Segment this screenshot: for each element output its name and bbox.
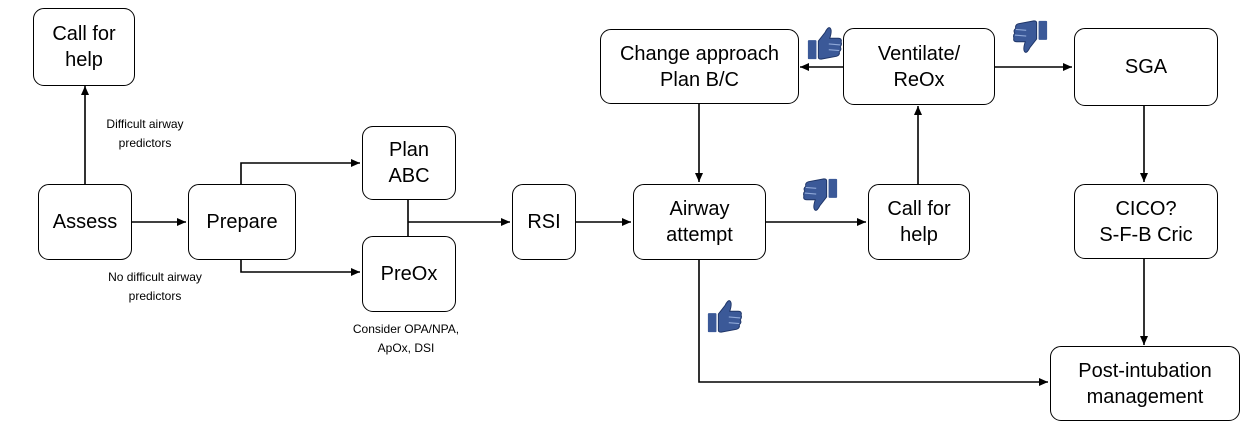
rsi-node: RSI — [512, 184, 576, 260]
node-line: Change approach — [619, 42, 779, 65]
sga-node: SGA — [1074, 28, 1218, 106]
node-line: Plan B/C — [660, 68, 739, 91]
note-line: Difficult airway — [106, 117, 184, 131]
note-line: No difficult airway — [108, 270, 202, 284]
airway-attempt-node: Airway attempt — [633, 184, 766, 260]
node-line: Call for — [887, 198, 951, 220]
edge-airway-to-post — [698, 260, 1048, 386]
node-line: help — [900, 224, 938, 246]
node-line: attempt — [666, 224, 733, 246]
node-line: CICO? — [1115, 197, 1177, 220]
call-for-help-mid-node: Call for help — [868, 184, 970, 260]
node-line: ReOx — [893, 68, 945, 91]
thumb-up-icon — [707, 300, 742, 333]
thumb-down-icon — [1013, 20, 1048, 53]
consider-note: Consider OPA/NPA, ApOx, DSI — [340, 320, 472, 358]
edge-plan-preox-to-rsi — [407, 200, 510, 236]
note-line: Consider OPA/NPA, — [352, 322, 460, 336]
assess-node: Assess — [38, 184, 132, 260]
thumb-down-icon — [803, 178, 838, 211]
node-line: S-F-B Cric — [1099, 223, 1193, 246]
node-line: Prepare — [206, 211, 278, 233]
node-line: Airway — [669, 198, 730, 220]
cico-node: CICO? S-F-B Cric — [1074, 184, 1218, 259]
node-line: management — [1086, 385, 1204, 408]
node-line: ABC — [388, 165, 430, 187]
preox-node: PreOx — [362, 236, 456, 312]
no-difficult-airway-note: No difficult airway predictors — [90, 268, 220, 306]
node-line: Plan — [388, 139, 430, 161]
node-line: RSI — [527, 211, 561, 233]
node-line: Ventilate/ — [877, 42, 961, 65]
node-line: Assess — [52, 211, 118, 233]
note-line: predictors — [128, 289, 182, 303]
edge-prepare-to-plan — [240, 159, 360, 184]
thumb-up-icon — [807, 27, 842, 60]
note-line: predictors — [118, 136, 172, 150]
plan-abc-node: Plan ABC — [362, 126, 456, 200]
difficult-airway-note: Difficult airway predictors — [90, 115, 200, 153]
node-line: Post-intubation — [1078, 359, 1212, 382]
node-line: PreOx — [380, 263, 438, 285]
prepare-node: Prepare — [188, 184, 296, 260]
node-line: help — [65, 49, 103, 71]
node-line: Call for — [52, 23, 116, 45]
change-approach-node: Change approach Plan B/C — [600, 29, 799, 104]
call-for-help-top-node: Call for help — [33, 8, 135, 86]
node-line: SGA — [1124, 56, 1168, 78]
edge-prepare-to-preox — [240, 260, 360, 276]
ventilate-reox-node: Ventilate/ ReOx — [843, 28, 995, 105]
note-line: ApOx, DSI — [377, 341, 435, 355]
post-intubation-node: Post-intubation management — [1050, 346, 1240, 421]
